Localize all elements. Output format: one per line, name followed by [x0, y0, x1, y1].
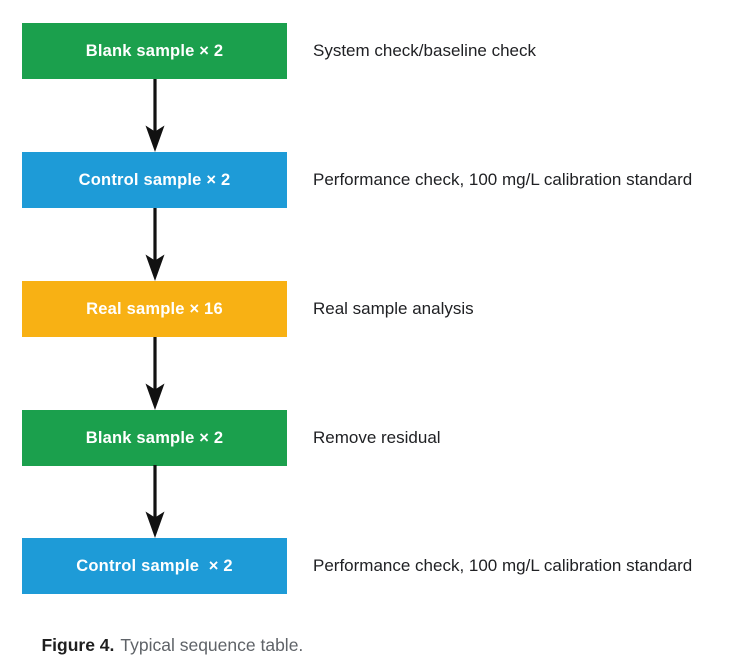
step-annotation: Real sample analysis: [313, 299, 474, 318]
flow-step-label: Real sample × 16: [86, 299, 223, 318]
step-annotation: Remove residual: [313, 428, 441, 447]
down-arrow-icon: [143, 337, 167, 410]
figure-caption-text: Typical sequence table.: [120, 635, 304, 655]
flow-step-label: Control sample × 2: [78, 170, 231, 189]
down-arrow-icon: [143, 465, 167, 538]
flow-step-box-control-2: Control sample × 2: [22, 538, 287, 594]
down-arrow-icon: [143, 79, 167, 152]
flow-step-box-control-1: Control sample × 2: [22, 152, 287, 208]
step-annotation: Performance check, 100 mg/L calibration …: [313, 170, 693, 189]
step-annotation: System check/baseline check: [313, 41, 536, 60]
flow-step-box-blank-2: Blank sample × 2: [22, 410, 287, 466]
flow-step-label: Control sample × 2: [76, 556, 233, 575]
flow-step-box-blank-1: Blank sample × 2: [22, 23, 287, 79]
figure-caption-number: Figure 4.: [41, 635, 115, 655]
step-annotation: Performance check, 100 mg/L calibration …: [313, 556, 693, 575]
figure-caption: Figure 4.Typical sequence table.: [22, 614, 303, 662]
flow-step-box-real-sample: Real sample × 16: [22, 281, 287, 337]
flow-step-label: Blank sample × 2: [85, 428, 224, 447]
down-arrow-icon: [143, 208, 167, 281]
flow-step-label: Blank sample × 2: [85, 41, 224, 60]
